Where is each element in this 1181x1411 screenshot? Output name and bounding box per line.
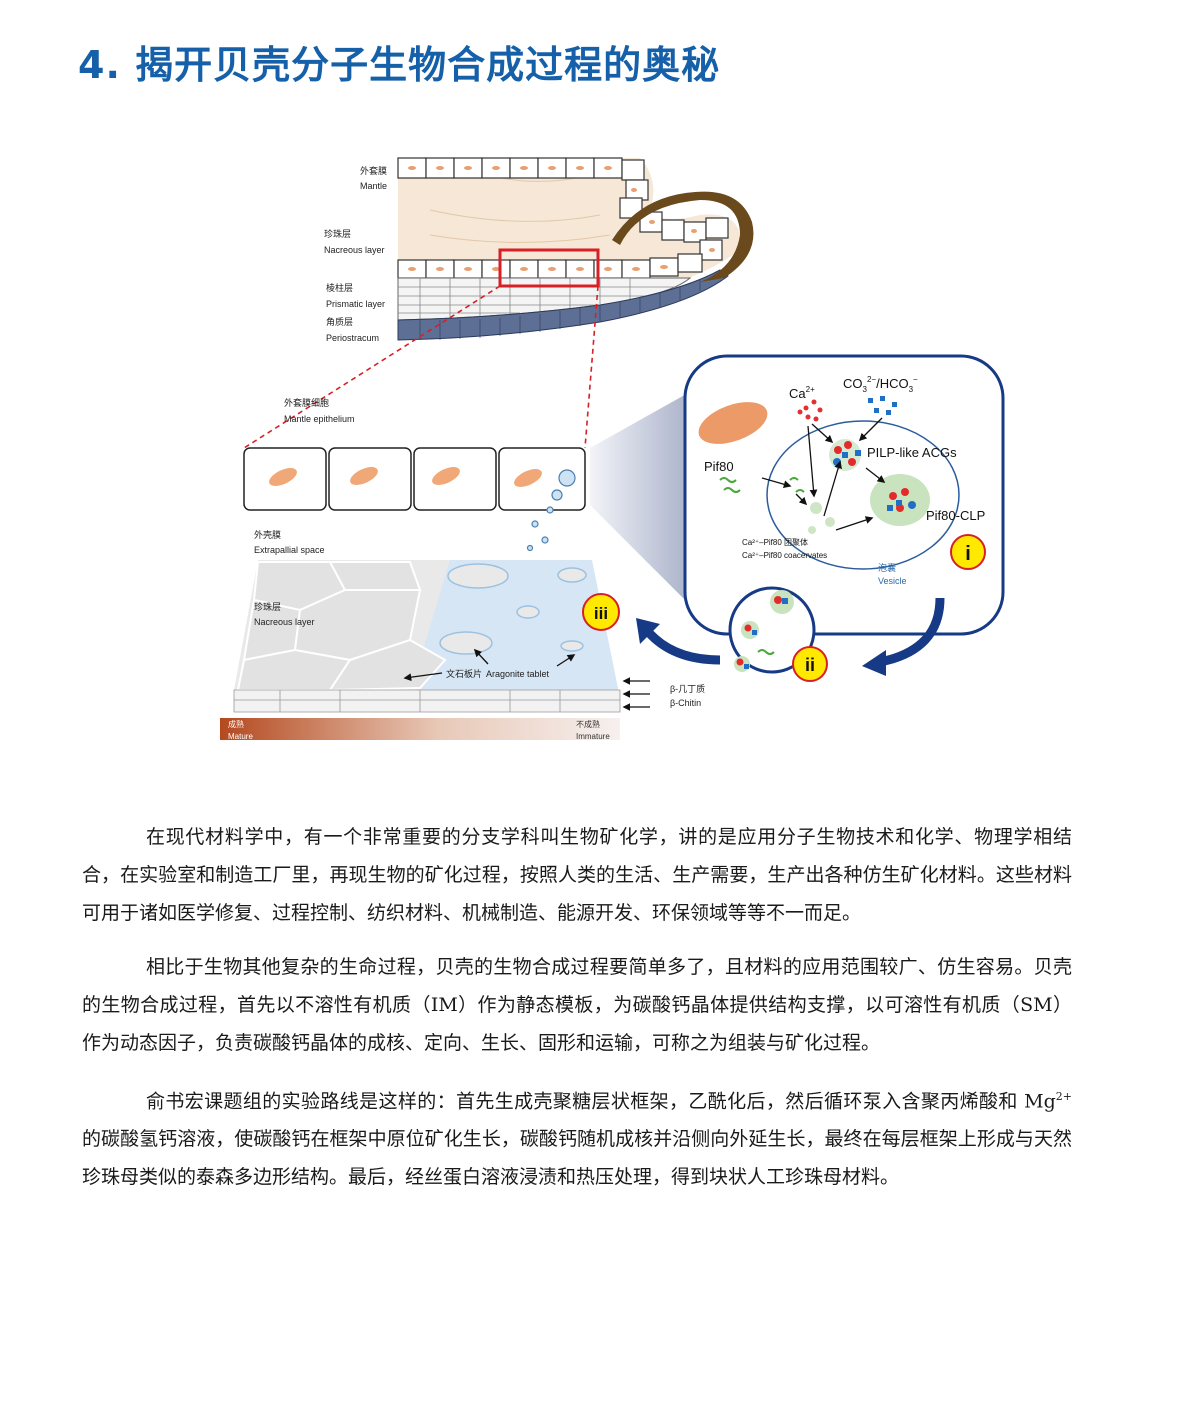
layer-label-en: Periostracum <box>326 333 379 343</box>
nacreous-label-zh: 珍珠层 <box>254 601 281 612</box>
extrapallial-label-zh: 外壳膜 <box>254 529 281 540</box>
pif80-label: Pif80 <box>704 459 734 474</box>
immature-label-en: Immature <box>576 732 610 741</box>
biomineralization-figure: 外套膜 Mantle 珍珠层 Nacreous layer 棱柱层 Prisma… <box>220 157 1005 741</box>
cell-nuclei <box>269 467 542 487</box>
immature-label-zh: 不成熟 <box>576 719 600 729</box>
marker-iii: iii <box>582 593 620 631</box>
svg-text:iii: iii <box>594 604 608 623</box>
page-title: 4. 揭开贝壳分子生物合成过程的奥秘 <box>78 43 721 87</box>
nacreous-label-en: Nacreous layer <box>254 617 315 627</box>
epithelium-label-en: Mantle epithelium <box>284 414 355 424</box>
marker-ii: ii <box>792 646 828 682</box>
pif80-clp-label: Pif80-CLP <box>926 508 985 523</box>
vesicle-label-zh: 泡囊 <box>878 562 896 573</box>
vesicle-label-en: Vesicle <box>878 576 907 586</box>
mantle-cross-section <box>243 157 754 449</box>
coacervate-label-zh: Ca²⁺–Pif80 团聚体 <box>742 537 808 547</box>
vesicle-inset-panel: Ca2+ CO32−/HCO3− PILP-like ACGs Pif80 Pi… <box>683 354 1005 674</box>
carbonate-label: CO32−/HCO3− <box>843 375 918 394</box>
paragraph-1: 在现代材料学中，有一个非常重要的分支学科叫生物矿化学，讲的是应用分子生物技术和化… <box>82 826 1072 924</box>
chitin-label-zh: β-几丁质 <box>670 683 705 694</box>
layer-label-en: Prismatic layer <box>326 299 385 309</box>
pilp-cluster <box>829 439 861 471</box>
pilp-label: PILP-like ACGs <box>867 445 957 460</box>
mature-label-en: Mature <box>228 732 253 741</box>
secreted-vesicles <box>526 469 576 552</box>
calcium-label: Ca2+ <box>789 385 815 401</box>
released-vesicle <box>734 590 794 672</box>
nacre-block <box>233 560 621 713</box>
paragraph-3-part-b: 的碳酸氢钙溶液，使碳酸钙在框架中原位矿化生长，碳酸钙随机成核并沿侧向外延生长，最… <box>82 1128 1072 1189</box>
tablet-label-en: Aragonite tablet <box>486 669 550 679</box>
zoom-cone <box>590 392 690 605</box>
chitin-label-en: β-Chitin <box>670 698 701 708</box>
marker-i: i <box>950 534 986 570</box>
flow-arrow-ii-to-iii <box>641 625 721 665</box>
mature-label-zh: 成熟 <box>228 719 244 729</box>
layer-label-zh: 棱柱层 <box>326 282 353 293</box>
layer-label-zh: 外套膜 <box>360 165 387 176</box>
flow-arrow-i-to-ii <box>879 597 945 667</box>
maturity-gradient-bar <box>220 718 620 740</box>
paragraph-3: 俞书宏课题组的实验路线是这样的：首先生成壳聚糖层状框架，乙酰化后，然后循环泵入含… <box>82 1078 1072 1196</box>
layer-label-en: Mantle <box>360 181 387 191</box>
magnesium-charge: 2+ <box>1055 1090 1072 1103</box>
article-body: 在现代材料学中，有一个非常重要的分支学科叫生物矿化学，讲的是应用分子生物技术和化… <box>82 818 1072 1212</box>
paragraph-3-part-a: 俞书宏课题组的实验路线是这样的：首先生成壳聚糖层状框架，乙酰化后，然后循环泵入含… <box>146 1090 1056 1113</box>
coacervate-label-en: Ca²⁺–Pif80 coacervates <box>742 551 827 560</box>
layer-label-zh: 珍珠层 <box>324 228 351 239</box>
nucleus-shape <box>698 402 768 444</box>
paragraph-2: 相比于生物其他复杂的生命过程，贝壳的生物合成过程要简单多了，且材料的应用范围较广… <box>82 956 1072 1054</box>
svg-text:ii: ii <box>805 655 815 675</box>
epithelium-label-zh: 外套膜细胞 <box>284 397 329 408</box>
tablet-label-zh: 文石板片 <box>446 668 482 679</box>
layer-label-en: Nacreous layer <box>324 245 385 255</box>
svg-text:i: i <box>965 543 971 565</box>
zoom-highlight-box <box>498 248 600 288</box>
layer-label-zh: 角质层 <box>326 316 353 327</box>
extrapallial-label-en: Extrapallial space <box>254 545 325 555</box>
pif80-clp-cluster <box>870 474 930 526</box>
